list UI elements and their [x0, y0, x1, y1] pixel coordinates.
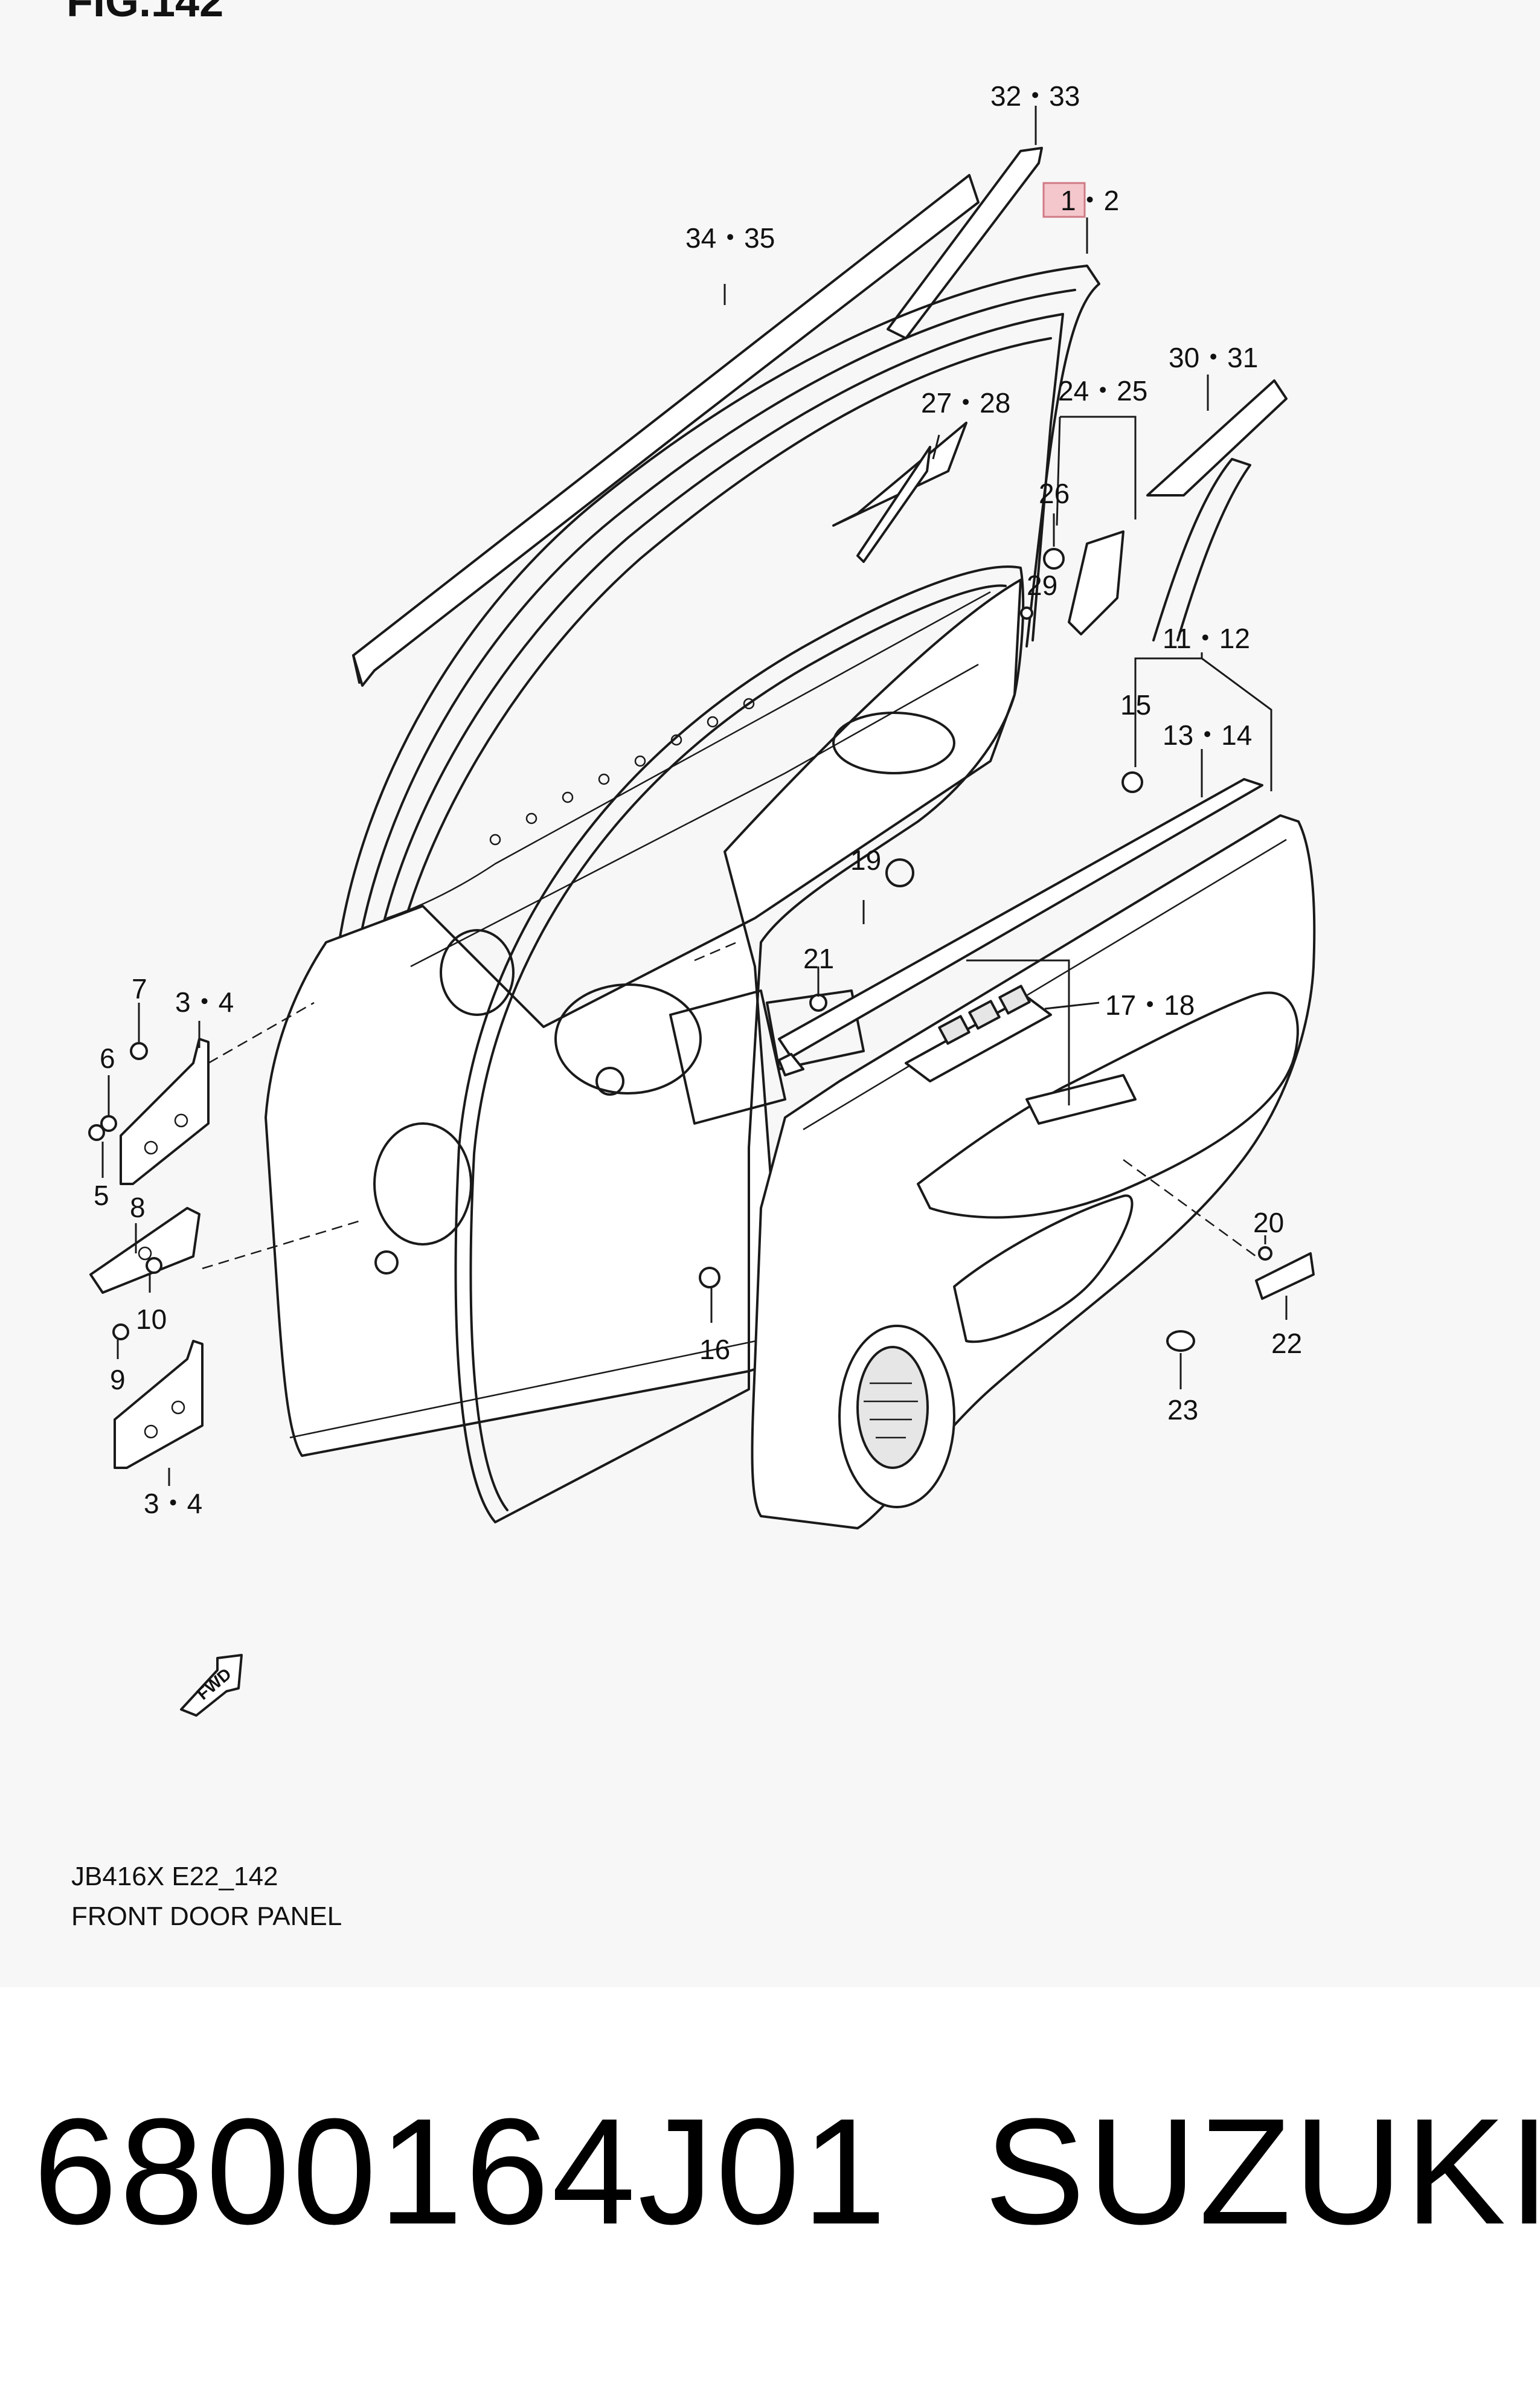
- callout-1-2: 1・2: [1060, 185, 1119, 216]
- door-frame-sash: [337, 265, 1100, 974]
- callout-10: 10: [136, 1304, 167, 1335]
- callout-22: 22: [1271, 1328, 1302, 1359]
- door-inner-shell: [265, 579, 1022, 1457]
- callout-3-4-bottom: 3・4: [144, 1488, 202, 1519]
- callout-27-28: 27・28: [921, 387, 1010, 419]
- callout-7: 7: [132, 973, 147, 1005]
- fasteners: [88, 548, 1315, 1352]
- upper-hinge: [120, 1038, 210, 1185]
- callout-30-31: 30・31: [1169, 342, 1258, 373]
- highlight-box: [1042, 182, 1086, 218]
- callout-labels: 32・33 1・2 34・35 30・31 27・28 24・25 26 29 …: [94, 80, 1302, 1519]
- callout-21: 21: [803, 943, 834, 974]
- callout-34-35: 34・35: [685, 222, 775, 254]
- callout-29: 29: [1027, 570, 1057, 601]
- figure-title: FIG.142: [66, 0, 224, 26]
- callout-15: 15: [1120, 689, 1151, 721]
- exploded-parts-diagram: 32・33 1・2 34・35 30・31 27・28 24・25 26 29 …: [88, 80, 1316, 1717]
- callout-11-12: 11・12: [1163, 623, 1250, 654]
- callout-8: 8: [130, 1192, 146, 1223]
- diagram-panel: FIG.142: [66, 0, 1316, 1931]
- brand-name: SUZUKI: [984, 2087, 1540, 2255]
- callout-16: 16: [699, 1334, 730, 1365]
- callout-6: 6: [100, 1043, 115, 1074]
- check-link: [89, 1207, 201, 1294]
- door-weatherstrip: [454, 565, 1025, 1523]
- figure-name: FRONT DOOR PANEL: [71, 1902, 342, 1931]
- callout-3-4-top: 3・4: [175, 986, 234, 1018]
- leader-lines: [101, 106, 1288, 1486]
- window-moulding-strip: [352, 174, 980, 687]
- callout-32-33: 32・33: [990, 80, 1080, 112]
- fwd-arrow-icon: FWD: [180, 1654, 243, 1717]
- callout-19: 19: [850, 844, 881, 876]
- callout-5: 5: [94, 1180, 109, 1211]
- callout-13-14: 13・14: [1163, 719, 1252, 751]
- figure-code: JB416X E22_142: [71, 1862, 278, 1891]
- quarter-window-pieces: [832, 379, 1288, 641]
- assembly-guides: [202, 941, 1257, 1270]
- part-number: 6800164J01: [33, 2087, 889, 2255]
- glass-run-channel: [887, 147, 1043, 339]
- callout-20: 20: [1253, 1207, 1284, 1238]
- callout-26: 26: [1039, 478, 1070, 509]
- callout-9: 9: [110, 1364, 126, 1395]
- lower-hinge: [114, 1340, 204, 1469]
- callout-24-25: 24・25: [1058, 375, 1147, 407]
- callout-23: 23: [1167, 1394, 1198, 1426]
- callout-17-18: 17・18: [1105, 989, 1195, 1021]
- door-trim-panel: [751, 778, 1316, 1529]
- part-banner: [0, 1987, 1540, 2392]
